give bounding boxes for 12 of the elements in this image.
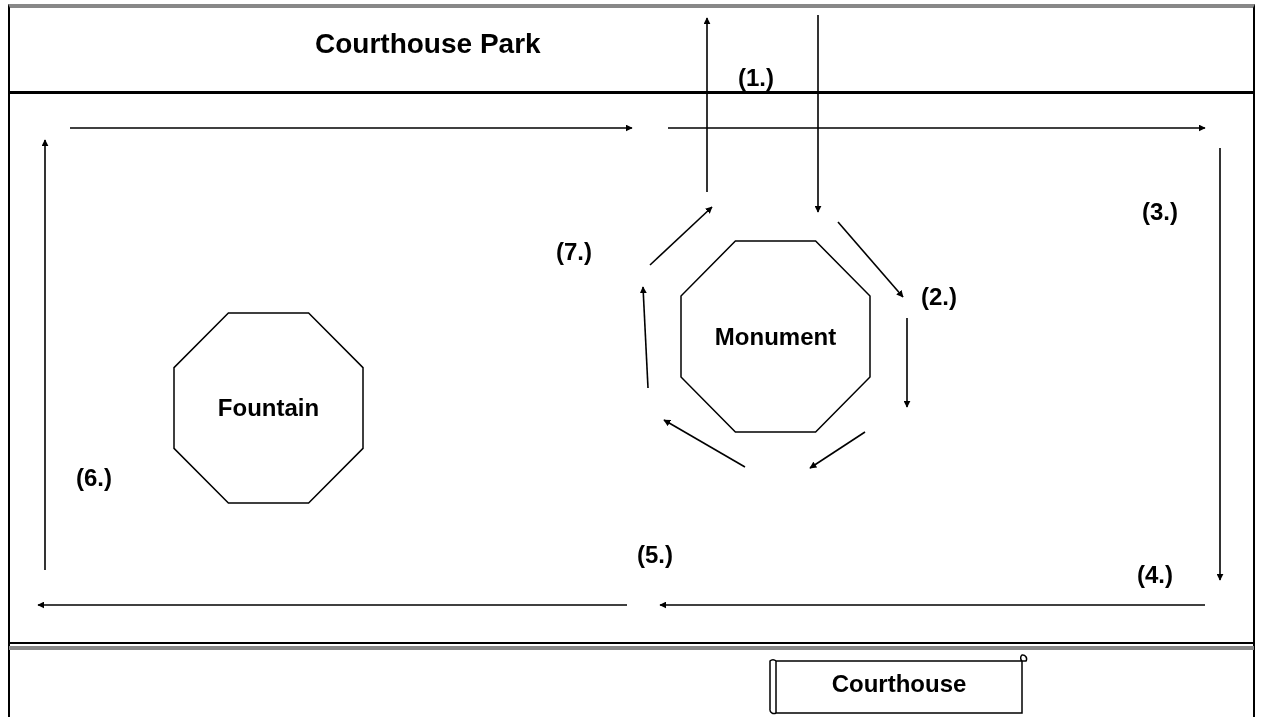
park-header [8, 4, 1255, 94]
callout-number: (7.) [556, 238, 592, 266]
park-name: Courthouse Park [315, 28, 541, 60]
callout-number: (2.) [921, 283, 957, 311]
callout-number: (6.) [76, 464, 112, 492]
monument-label: Monument [714, 322, 837, 351]
callout-number: (3.) [1142, 198, 1178, 226]
callout-number: (4.) [1137, 561, 1173, 589]
courthouse-label: Courthouse [831, 670, 967, 698]
callout-number: (5.) [637, 541, 673, 569]
callout-number: (1.) [738, 64, 774, 92]
fountain-label: Fountain [217, 394, 320, 422]
